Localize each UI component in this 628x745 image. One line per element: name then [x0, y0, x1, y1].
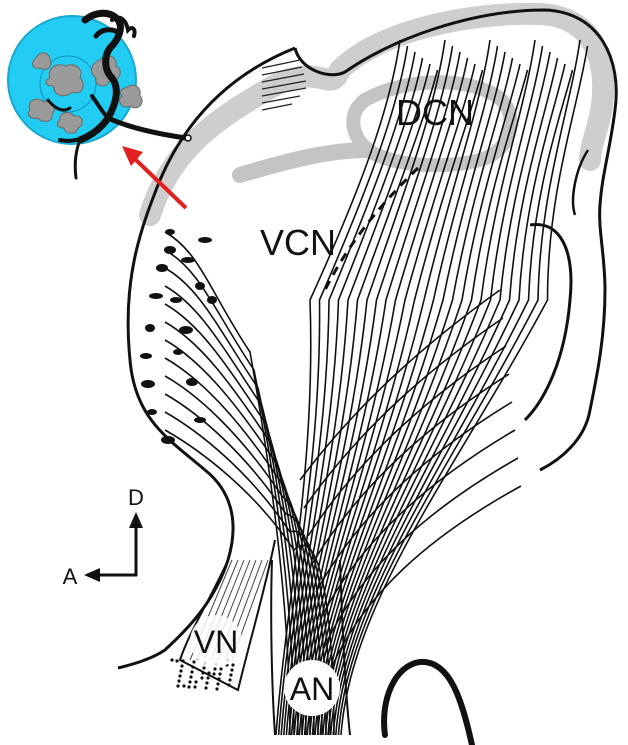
vn-dot — [213, 667, 216, 670]
vn-dot — [175, 659, 178, 662]
endbulb-terminal — [164, 246, 176, 254]
vn-dot — [180, 664, 183, 667]
vn-dot — [212, 672, 215, 675]
endbulb-terminal — [186, 378, 198, 386]
vn-dot — [188, 680, 191, 683]
orientation-compass: D A — [63, 485, 144, 589]
endbulb-terminal — [140, 353, 152, 359]
vn-dot — [200, 676, 203, 679]
vn-dot — [181, 659, 184, 662]
vn-dot — [228, 678, 231, 681]
endbulb-terminal — [165, 229, 175, 235]
endbulb-terminal — [194, 417, 206, 423]
vn-dot — [215, 687, 218, 690]
endbulb-terminal — [141, 380, 155, 388]
compass-anterior-label: A — [63, 564, 78, 589]
vn-dot — [230, 668, 233, 671]
nerve-cross-section-inset — [8, 13, 191, 178]
vn-dot — [194, 680, 197, 683]
endbulb-terminal — [147, 409, 157, 415]
endbulb-terminal — [198, 237, 212, 243]
vn-dot — [206, 676, 209, 679]
vestibular-nerve: VN — [170, 540, 275, 691]
vn-dot — [189, 675, 192, 678]
endbulb-terminal — [207, 296, 217, 304]
vn-dot — [191, 665, 194, 668]
vn-dot — [216, 682, 219, 685]
dcn-label: DCN — [396, 92, 474, 133]
endbulb-terminal — [156, 264, 168, 272]
vn-dot — [205, 681, 208, 684]
vn-dot — [218, 672, 221, 675]
inset-fiber-end — [185, 135, 191, 141]
vn-dot — [178, 674, 181, 677]
endbulb-terminal — [145, 324, 155, 332]
vn-dot — [179, 669, 182, 672]
neighbour-structure-curve — [384, 662, 472, 745]
vn-dot — [231, 663, 234, 666]
vn-label: VN — [194, 624, 238, 660]
endbulb-terminal — [195, 282, 205, 290]
vn-dot — [227, 683, 230, 686]
compass-dorsal-arrowhead — [129, 512, 143, 528]
endbulb-terminal — [170, 297, 182, 303]
fiber-terminals — [140, 229, 217, 444]
branch-fiber — [300, 290, 500, 480]
vn-dot — [201, 671, 204, 674]
vn-dot — [202, 666, 205, 669]
endbulb-terminal — [149, 293, 163, 299]
vn-dot — [187, 685, 190, 688]
vcn-label: VCN — [260, 222, 336, 263]
endbulb-terminal — [181, 257, 195, 263]
vn-dot — [229, 673, 232, 676]
vn-dot — [176, 684, 179, 687]
vn-dot — [193, 685, 196, 688]
vn-dot — [219, 667, 222, 670]
endbulb-terminal — [179, 326, 193, 334]
compass-dorsal-label: D — [128, 485, 144, 510]
an-label: AN — [290, 671, 334, 707]
an-bundle-left — [271, 560, 275, 735]
compass-anterior-arrowhead — [84, 568, 100, 582]
endbulb-terminal — [161, 436, 175, 444]
branch-fiber — [316, 402, 512, 592]
vn-dot — [170, 658, 173, 661]
dcn-band — [240, 150, 368, 175]
vn-dot — [190, 670, 193, 673]
vn-dot — [177, 679, 180, 682]
vn-dot — [217, 677, 220, 680]
vn-dot — [192, 660, 195, 663]
vn-dot — [204, 686, 207, 689]
endbulb-terminal — [173, 349, 183, 355]
vn-dot — [182, 684, 185, 687]
vn-dot — [207, 671, 210, 674]
